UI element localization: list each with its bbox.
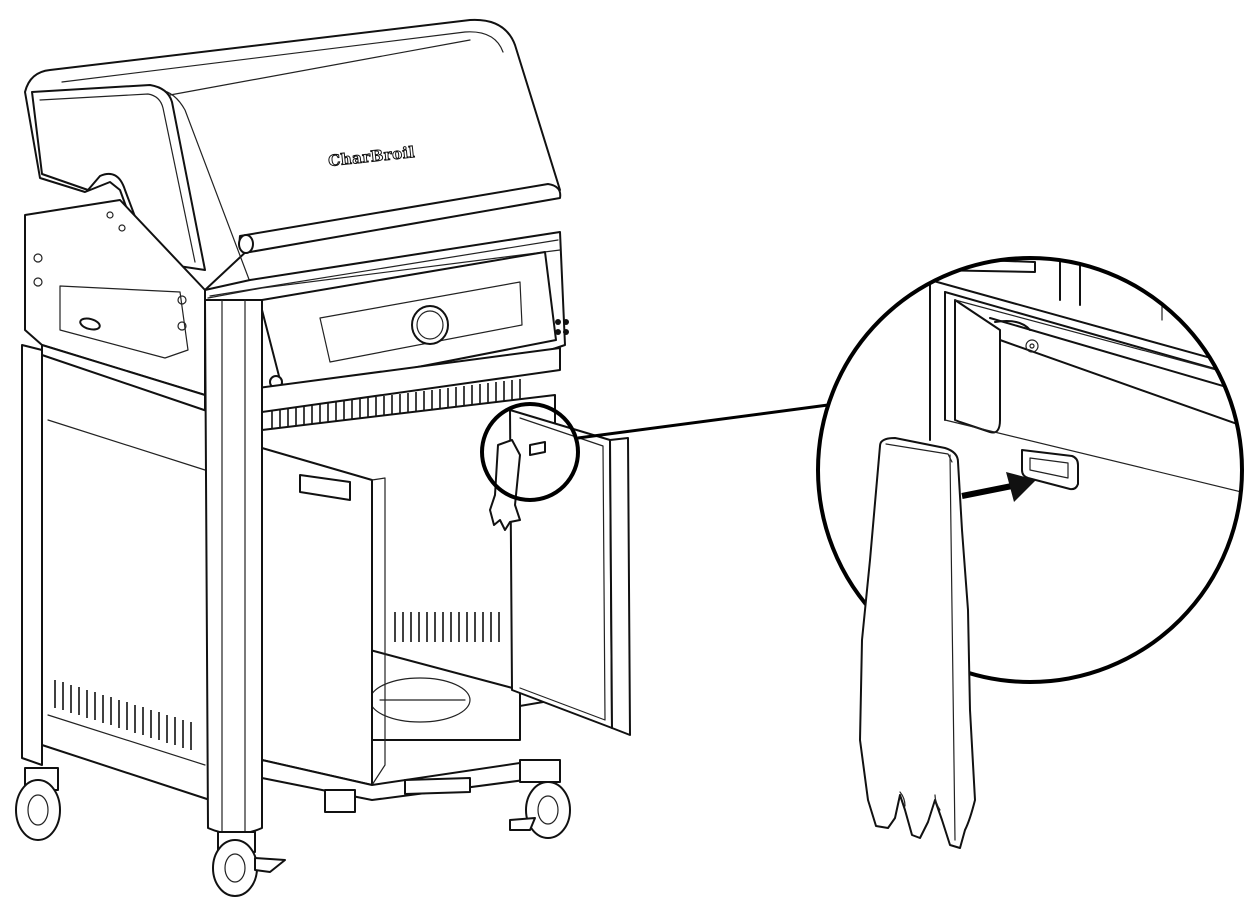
- cart-cabinet: [261, 394, 631, 813]
- caster-left: [15, 767, 61, 841]
- tool-hook-icon: [859, 437, 976, 849]
- grill-lid: CharBroil: [24, 18, 562, 291]
- arrow-icon: [961, 472, 1036, 502]
- cart-left-panel: [21, 344, 211, 801]
- callout-leader-line: [577, 403, 829, 440]
- caster-right: [509, 759, 571, 839]
- grill-firebox: [24, 199, 569, 401]
- caster-front: [212, 831, 286, 897]
- cart-front-leg: [204, 299, 263, 835]
- tool-hook-small: [489, 439, 546, 531]
- grill-illustration: CharBroil: [15, 18, 829, 897]
- callout-circle-small: [480, 402, 580, 502]
